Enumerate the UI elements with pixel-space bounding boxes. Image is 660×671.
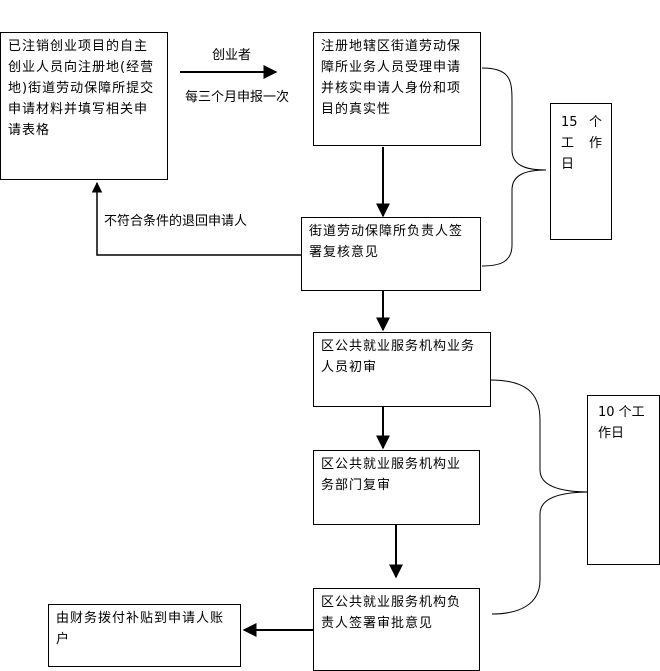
upper-side-char-gong: 工 [561,136,575,151]
pay-subsidy-box: 由财务拨付补贴到申请人账户 [48,604,241,667]
sign-opinion-text: 街道劳动保障所负责人签署复核意见 [309,224,464,260]
second-review-text: 区公共就业服务机构业务部门复审 [321,457,462,493]
reject-label: 不符合条件的退回申请人 [104,214,248,229]
pay-subsidy-text: 由财务拨付补贴到申请人账户 [56,611,225,647]
sign-opinion-box: 街道劳动保障所负责人签署复核意见 [301,217,481,291]
first-review-box: 区公共就业服务机构业务人员初审 [313,332,491,407]
upper-side-char-ge: 个 [589,115,603,130]
upper-side-note: 15 个 工 作 日 [550,103,612,240]
lower-side-line2: 作日 [598,426,625,441]
upper-brace [481,67,547,267]
lower-side-line1: 10 个工 [598,405,645,420]
accept-application-box: 注册地辖区街道劳动保障所业务人员受理申请并核实申请人身份和项目的真实性 [313,32,481,146]
submit-application-box: 已注销创业项目的自主创业人员向注册地(经营地)街道劳动保障所提交申请材料并填写相… [0,32,168,180]
upper-side-char-zuo: 作 [589,136,603,151]
first-review-text: 区公共就业服务机构业务人员初审 [321,339,476,375]
arrow-reject-to-applicant [91,181,301,256]
approve-text: 区公共就业服务机构负责人签署审批意见 [321,595,462,631]
second-review-box: 区公共就业服务机构业务部门复审 [313,450,480,525]
upper-side-number: 15 [561,115,578,130]
submit-application-text: 已注销创业项目的自主创业人员向注册地(经营地)街道劳动保障所提交申请材料并填写相… [8,39,155,138]
upper-side-char-ri: 日 [561,157,575,172]
arrow-top-label: 创业者 [212,48,252,63]
approve-box: 区公共就业服务机构负责人签署审批意见 [313,588,480,671]
lower-brace [489,379,591,615]
lower-side-note: 10 个工 作日 [587,395,660,565]
arrow-bottom-label: 每三个月申报一次 [185,90,290,105]
accept-application-text: 注册地辖区街道劳动保障所业务人员受理申请并核实申请人身份和项目的真实性 [321,39,462,117]
